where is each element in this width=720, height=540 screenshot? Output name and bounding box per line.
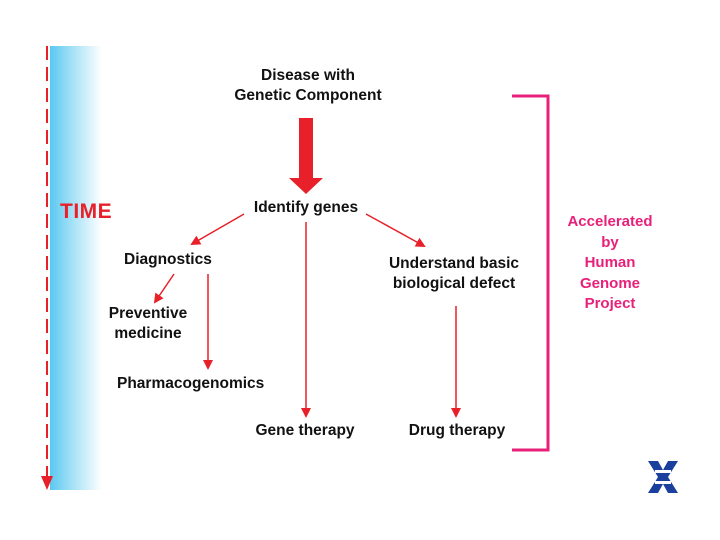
accelerated-note: Accelerated by Human Genome Project	[556, 212, 664, 315]
node-disease-line2: Genetic Component	[234, 87, 382, 104]
node-gene-therapy: Gene therapy	[255, 422, 355, 439]
time-band	[50, 46, 102, 490]
node-understand-line2: biological defect	[392, 275, 516, 292]
node-preventive-line1: Preventive	[108, 305, 188, 322]
node-disease-line1: Disease with	[261, 67, 355, 84]
accelerated-line-5: Project	[584, 295, 636, 312]
main-arrow-shaft	[299, 118, 313, 180]
node-diagnostics: Diagnostics	[124, 251, 212, 268]
accelerated-line-4: Genome	[579, 274, 640, 292]
arrow-to-preventive	[153, 273, 175, 304]
node-understand-line1: Understand basic	[388, 255, 520, 272]
time-label: TIME	[60, 200, 113, 223]
accelerated-line-2: by	[601, 233, 619, 251]
time-axis-arrowhead	[41, 476, 53, 490]
publisher-logo-icon	[648, 461, 678, 493]
node-understand: Understand basic biological defect	[374, 254, 534, 294]
node-drug-therapy: Drug therapy	[408, 422, 506, 439]
node-preventive-line2: medicine	[114, 325, 182, 342]
arrow-to-understand	[365, 213, 426, 247]
node-disease: Disease with Genetic Component	[206, 66, 410, 106]
node-identify-genes: Identify genes	[253, 199, 359, 216]
main-arrow-head	[289, 178, 323, 194]
arrow-to-diagnostics	[190, 213, 245, 245]
node-preventive-medicine: Preventive medicine	[98, 304, 198, 344]
accelerated-line-1: Accelerated	[567, 213, 653, 230]
accelerated-line-3: Human	[584, 254, 636, 271]
node-pharmacogenomics: Pharmacogenomics	[117, 375, 265, 392]
accelerated-bracket	[512, 94, 550, 452]
